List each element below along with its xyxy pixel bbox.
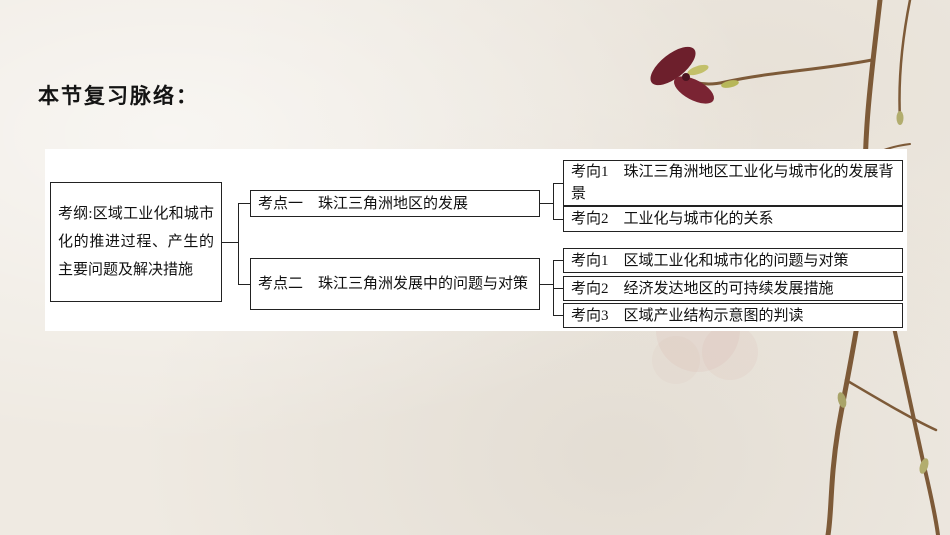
- node-direction-2-1: 考向1 区域工业化和城市化的问题与对策: [563, 248, 903, 273]
- connector-bracket-group-1: [553, 183, 554, 220]
- connector-to-direction-1-2: [553, 219, 563, 220]
- connector-to-keypoint-1: [238, 203, 250, 204]
- connector-to-direction-2-3: [553, 315, 563, 316]
- connector-keypoint-2-out: [540, 284, 553, 285]
- node-keypoint-1-label: 考点一 珠江三角洲地区的发展: [258, 195, 469, 212]
- node-direction-2-2: 考向2 经济发达地区的可持续发展措施: [563, 276, 903, 301]
- connector-keypoint-1-out: [540, 203, 553, 204]
- connector-to-direction-2-2: [553, 288, 563, 289]
- node-keypoint-1: 考点一 珠江三角洲地区的发展: [250, 190, 540, 217]
- node-exam-outline: 考纲:区域工业化和城市化的推进过程、产生的主要问题及解决措施: [50, 182, 222, 302]
- node-direction-2-3-label: 考向3 区域产业结构示意图的判读: [571, 307, 804, 324]
- node-direction-1-2-label: 考向2 工业化与城市化的关系: [571, 211, 774, 227]
- node-keypoint-2-label: 考点二 珠江三角洲发展中的问题与对策: [258, 276, 529, 292]
- node-keypoint-2: 考点二 珠江三角洲发展中的问题与对策: [250, 258, 540, 310]
- connector-root-out: [222, 242, 238, 243]
- connector-to-keypoint-2: [238, 284, 250, 285]
- node-direction-1-1-label: 考向1 珠江三角洲地区工业化与城市化的发展背景: [571, 164, 894, 202]
- node-exam-outline-label: 考纲:区域工业化和城市化的推进过程、产生的主要问题及解决措施: [58, 206, 214, 278]
- dark-red-blossom-icon: [650, 46, 714, 104]
- connector-to-direction-2-1: [553, 260, 563, 261]
- connector-bracket-keypoints: [238, 203, 239, 285]
- node-direction-2-3: 考向3 区域产业结构示意图的判读: [563, 303, 903, 328]
- node-direction-1-2: 考向2 工业化与城市化的关系: [563, 206, 903, 232]
- page-title: 本节复习脉络：: [38, 85, 199, 108]
- connector-to-direction-1-1: [553, 183, 563, 184]
- node-direction-2-1-label: 考向1 区域工业化和城市化的问题与对策: [571, 252, 849, 269]
- node-direction-2-2-label: 考向2 经济发达地区的可持续发展措施: [571, 280, 834, 297]
- node-direction-1-1: 考向1 珠江三角洲地区工业化与城市化的发展背景: [563, 160, 903, 206]
